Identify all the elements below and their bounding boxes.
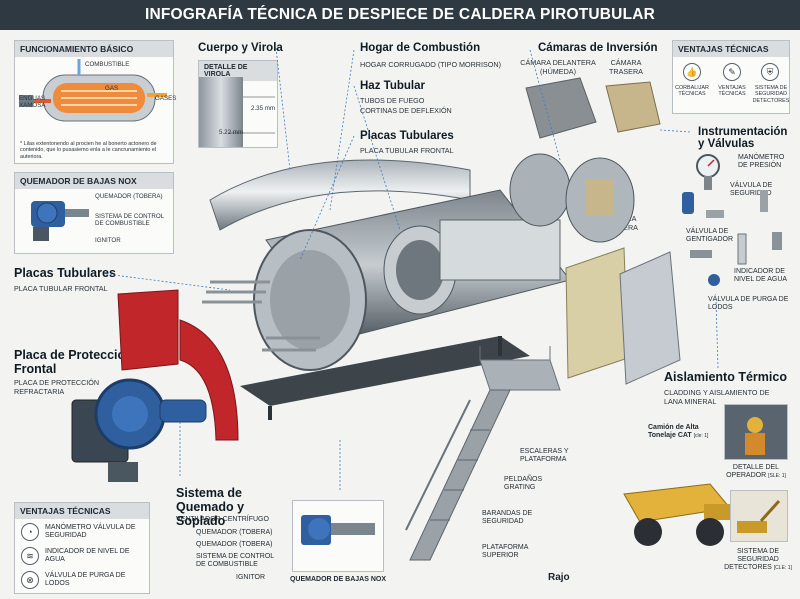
valve-icon: ⊗ (21, 571, 39, 589)
refractory-plate (117, 289, 239, 441)
boiler-schematic (19, 59, 167, 122)
sistema-quemado-title: Sistema de Quemado y Soplado (176, 486, 245, 528)
detalle-operador-note: [sle: 1] (768, 473, 786, 480)
excavator-icon (731, 491, 787, 541)
camion-label: Camión de Alta Tonelaje CAT [cle: 1] (648, 424, 722, 440)
ventajas-bottom-item-2: VÁLVULA DE PURGA DE LODOS (45, 571, 126, 587)
instr-label-0: MANÓMETRO DE PRESIÓN (738, 154, 785, 170)
virola-dim-2: 5.22 mm (219, 129, 244, 136)
ventajas-top-panel: VENTAJAS TÉCNICAS 👍 ✎ ⛨ CORBALIJAR TÉCNI… (672, 40, 790, 114)
nox-label-1: SISTEMA DE CONTROL DE COMBUSTIBLE (95, 213, 164, 228)
ventajas-bottom-head: VENTAJAS TÉCNICAS (15, 503, 149, 519)
camaras-graphic (525, 77, 661, 139)
seguridad-text: SISTEMA DE SEGURIDAD DETECTORES (724, 548, 779, 572)
aislamiento-sub: CLADDING Y AISLAMIENTO DE LANA MINERAL (664, 388, 770, 406)
label-gases: GASES (155, 95, 177, 102)
instr-label-2: VÁLVULA DE GENTIGADOR (686, 228, 734, 244)
aislamiento-title: Aislamiento Térmico (664, 370, 787, 384)
camion-label-note: [cle: 1] (693, 433, 709, 440)
burner-box-label: QUEMADOR DE BAJAS NOX (289, 576, 387, 583)
ventajas-top-item-1: VENTAJAS TÉCNICAS (718, 85, 746, 98)
excavator-image (730, 490, 788, 542)
shield-icon: ⛨ (761, 63, 779, 81)
funcionamiento-head: FUNCIONAMIENTO BÁSICO (15, 41, 173, 57)
detalle-virola-head: DETALLE DE VIROLA (199, 61, 277, 81)
escaleras-label-1: PELDAÑOS GRATING (504, 476, 543, 492)
placas-top-title: Placas Tubulares (360, 130, 454, 142)
thumbs-up-icon: 👍 (683, 63, 701, 81)
label-combustible: COMBUSTIBLE (85, 61, 130, 68)
quemador-nox-panel: QUEMADOR DE BAJAS NOX QUEMADOR (TOBERA) … (14, 172, 174, 254)
stairs-platform (405, 346, 561, 561)
wrench-icon: ✎ (723, 63, 741, 81)
escaleras-label-3: PLATAFORMA SUPERIOR (482, 544, 529, 560)
ventajas-bottom-panel: VENTAJAS TÉCNICAS ◔ MANÓMETRO VÁLVULA DE… (14, 502, 150, 594)
burner-large (71, 378, 207, 482)
quemado-item-1: QUEMADOR (TOBERA) (196, 529, 273, 536)
hogar-item: HOGAR CORRUGADO (TIPO MORRISON) (360, 60, 501, 69)
instrumentacion-title: Instrumentación y Válvulas (698, 126, 788, 150)
quemador-nox-head: QUEMADOR DE BAJAS NOX (15, 173, 173, 189)
cuerpo-title: Cuerpo y Virola (198, 42, 283, 54)
quemado-item-0: VENTILADOR CENTRÍFUGO (176, 516, 269, 523)
label-entrada-agua: ENGUAS XAMOSA (19, 95, 46, 110)
camion-label-text: Camión de Alta Tonelaje CAT (648, 424, 699, 440)
placas-top-sub: PLACA TUBULAR FRONTAL (360, 146, 454, 155)
ventajas-top-item-2: SISTEMA DE SEGURIDAD DETECTORES (752, 85, 790, 104)
mining-truck (623, 483, 731, 546)
quemado-item-3: SISTEMA DE CONTROL DE COMBUSTIBLE (196, 553, 274, 569)
funcionamiento-note: * Lilas extentonendo al procien he al bo… (20, 141, 157, 160)
hogar-title: Hogar de Combustión (360, 42, 481, 54)
nox-label-2: IGNITOR (95, 237, 121, 244)
label-gas: GAS (105, 85, 119, 92)
virola-detail-graphic (199, 77, 275, 147)
page-title: INFOGRAFÍA TÉCNICA DE DESPIECE DE CALDER… (0, 0, 800, 30)
detalle-operador-text: DETALLE DEL OPERADOR (726, 464, 780, 480)
haz-item-1: CORTINAS DE DEFLEXIÓN (360, 106, 452, 115)
ventajas-top-head: VENTAJAS TÉCNICAS (673, 41, 789, 57)
camara-trasera-top-label: CÁMARA TRASERA (609, 58, 643, 76)
burner-small-icon (31, 201, 89, 241)
operator-image (724, 404, 788, 460)
instr-label-4: VÁLVULA DE PURGA DE LODOS (708, 296, 789, 312)
proteccion-title: Placa de Protección Frontal (14, 348, 133, 376)
escaleras-label-0: ESCALERAS Y PLATAFORMA (520, 448, 569, 464)
water-level-icon: ≋ (21, 547, 39, 565)
burner-box-icon (301, 515, 375, 545)
camaras-title: Cámaras de Inversión (538, 42, 658, 54)
nox-label-0: QUEMADOR (TOBERA) (95, 193, 163, 200)
haz-title: Haz Tubular (360, 80, 425, 92)
ventajas-top-item-0: CORBALIJAR TÉCNICAS (675, 85, 709, 98)
detalle-operador-label: DETALLE DEL OPERADOR [sle: 1] (720, 464, 792, 480)
quemado-item-4: IGNITOR (236, 574, 266, 581)
instr-label-1: VÁLVULA DE SEGURIDAD (730, 182, 773, 198)
escaleras-label-2: BARANDAS DE SEGURIDAD (482, 510, 533, 526)
camara-delantera-label: CÁMARA DELANTERA (HÚMEDA) (520, 58, 596, 76)
haz-item-0: TUBOS DE FUEGO (360, 96, 425, 105)
placas-left-title: Placas Tubulares (14, 266, 116, 280)
instruments-graphic (682, 154, 782, 286)
quemado-item-2: QUEMADOR (TOBERA) (196, 541, 273, 548)
ventajas-bottom-item-0: MANÓMETRO VÁLVULA DE SEGURIDAD (45, 523, 136, 539)
rajo-label: Rajo (548, 572, 570, 583)
instr-label-3: INDICADOR DE NIVEL DE AGUA (734, 268, 788, 284)
funcionamiento-panel: FUNCIONAMIENTO BÁSICO COMBUSTIBLE ENGUAS… (14, 40, 177, 164)
proteccion-sub: PLACA DE PROTECCIÓN REFRACTARIA (14, 378, 100, 396)
detalle-virola-panel: DETALLE DE VIROLA 2.35 mm 5.22 mm (198, 60, 278, 148)
gauge-icon: ◔ (21, 523, 39, 541)
seguridad-label: SISTEMA DE SEGURIDAD DETECTORES [cle: 1] (724, 548, 792, 572)
placas-left-sub: PLACA TUBULAR FRONTAL (14, 284, 108, 293)
insulation-panels (565, 247, 681, 385)
operator-icon (725, 405, 787, 459)
seguridad-note: [cle: 1] (773, 565, 792, 572)
burner-box (292, 500, 384, 572)
ventajas-bottom-item-1: INDICADOR DE NIVEL DE AGUA (45, 547, 130, 563)
virola-dim-1: 2.35 mm (251, 105, 276, 112)
